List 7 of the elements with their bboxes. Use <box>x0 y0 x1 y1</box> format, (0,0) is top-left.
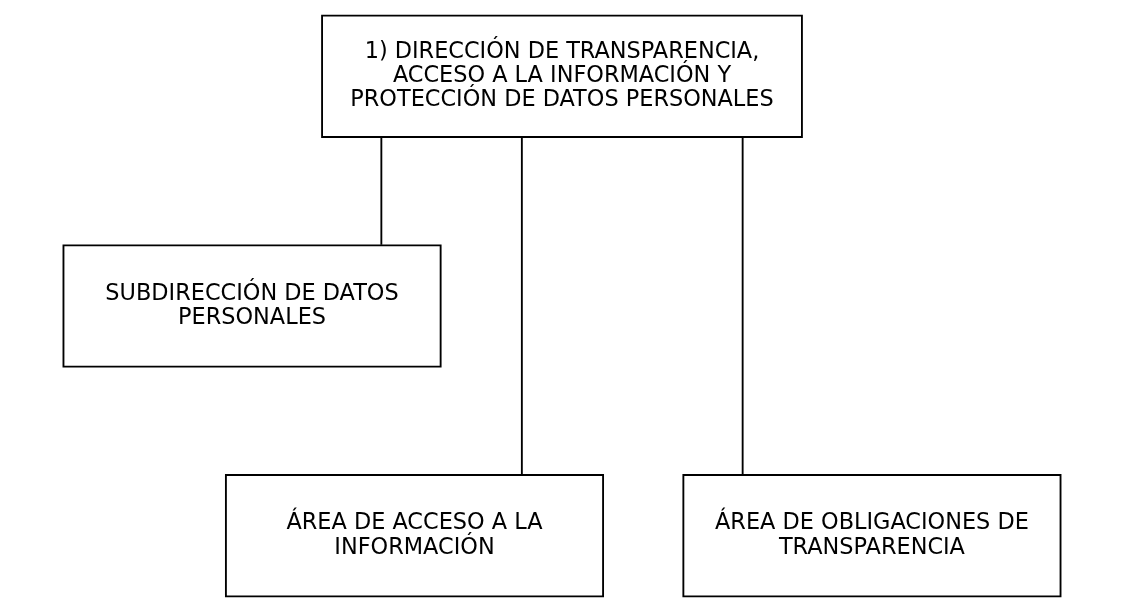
node-box: SUBDIRECCIÓN DE DATOS PERSONALES <box>62 244 442 368</box>
node-box: ÁREA DE OBLIGACIONES DE TRANSPARENCIA <box>681 474 1061 598</box>
connector <box>379 136 382 246</box>
node-box: ÁREA DE ACCESO A LA INFORMACIÓN <box>224 474 604 598</box>
connector <box>520 136 523 476</box>
connector <box>741 136 744 476</box>
node-box: 1) DIRECCIÓN DE TRANSPARENCIA, ACCESO A LA INFORMACIÓN Y PROTECCIÓN DE DATOS PERSONALES <box>320 14 803 138</box>
